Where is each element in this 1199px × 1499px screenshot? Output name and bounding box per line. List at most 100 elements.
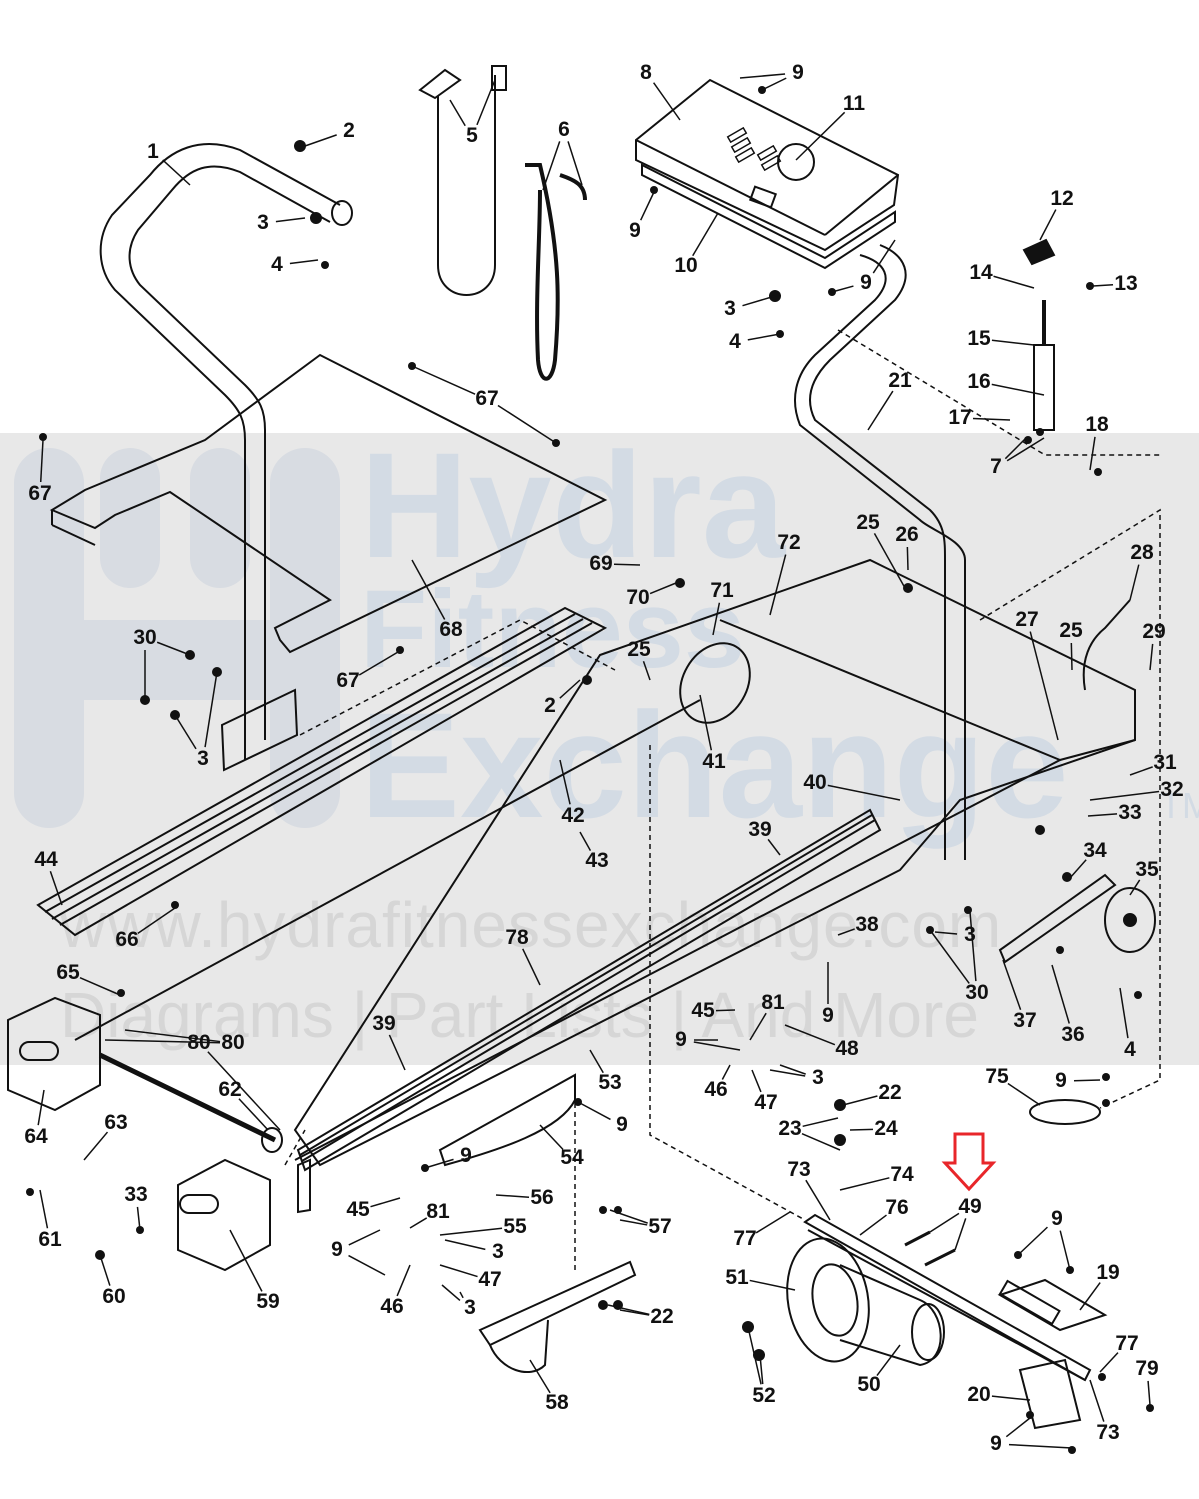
callout-part-40: 40: [803, 771, 827, 794]
callout-leader-part-9: [762, 78, 786, 90]
controller-board-part-19: [997, 1278, 1108, 1332]
callout-part-30: 30: [133, 626, 157, 649]
callout-part-66: 66: [115, 928, 139, 951]
callout-part-73: 73: [1096, 1421, 1120, 1444]
deck-frame: [293, 558, 1136, 1167]
callout-leader-part-14: [994, 276, 1034, 288]
motor-part-50: [840, 1265, 941, 1365]
end-cap-part-59-slot: [180, 1195, 218, 1213]
callout-leader-part-45: [370, 1198, 400, 1207]
callout-part-12: 12: [1050, 187, 1074, 210]
callout-part-68: 68: [439, 618, 463, 641]
callout-leader-part-18: [1090, 437, 1095, 470]
callout-part-81: 81: [761, 991, 785, 1014]
callout-leader-part-52: [748, 1327, 761, 1384]
callout-leader-part-46: [397, 1265, 410, 1296]
callout-leader-part-57: [610, 1210, 648, 1223]
callout-leader-part-9: [740, 74, 785, 78]
fasteners: [26, 86, 1154, 1454]
callout-leader-part-32: [1090, 791, 1159, 800]
callout-leader-part-30: [930, 930, 969, 983]
callout-leader-part-49: [955, 1218, 966, 1250]
callout-part-9: 9: [616, 1113, 628, 1136]
callout-leader-part-1: [163, 160, 190, 185]
motor-mount-bar-edge: [808, 1230, 1085, 1380]
cord-part-75: [1030, 1100, 1100, 1124]
callout-leader-part-52: [760, 1355, 763, 1384]
callout-part-3: 3: [964, 923, 976, 946]
callout-leader-part-11: [796, 112, 845, 160]
callout-leader-part-31: [1130, 767, 1153, 775]
callout-leader-part-9: [1074, 1080, 1100, 1081]
callout-part-16: 16: [967, 370, 991, 393]
end-cap-part-64-slot: [20, 1042, 58, 1060]
callout-part-4: 4: [729, 330, 741, 353]
callout-leader-part-41: [700, 695, 711, 750]
callout-leader-part-49: [930, 1213, 959, 1232]
callout-part-9: 9: [331, 1238, 343, 1261]
callout-part-62: 62: [218, 1078, 242, 1101]
motor-end: [912, 1304, 944, 1360]
callout-part-19: 19: [1096, 1261, 1120, 1284]
callout-part-8: 8: [640, 61, 652, 84]
callout-part-63: 63: [104, 1111, 128, 1134]
callout-part-3: 3: [257, 211, 269, 234]
callout-part-1: 1: [147, 140, 159, 163]
callout-part-53: 53: [598, 1071, 622, 1094]
callout-leader-part-50: [877, 1345, 900, 1376]
callout-leader-part-58: [530, 1360, 550, 1393]
callout-part-46: 46: [380, 1295, 404, 1318]
callout-part-23: 23: [778, 1117, 802, 1140]
callout-part-6: 6: [558, 118, 570, 141]
callout-leader-part-40: [828, 785, 900, 800]
watermark-url: www.hydrafitnessexchange.com: [60, 889, 1003, 961]
lift-cap-part-12: [1022, 238, 1056, 266]
dashed-leaders: [285, 330, 1160, 1270]
callout-leader-part-44: [50, 871, 62, 905]
callout-part-33: 33: [1118, 801, 1142, 824]
motor-hood-front-edge-2: [52, 525, 95, 545]
callout-part-15: 15: [967, 327, 991, 350]
callout-leader-part-56: [496, 1195, 529, 1197]
callout-leader-part-26: [907, 547, 908, 570]
callout-leader-part-46: [722, 1065, 730, 1080]
callout-leader-part-16: [992, 384, 1044, 395]
callout-leader-part-34: [1070, 860, 1086, 878]
callout-part-35: 35: [1135, 858, 1159, 881]
callout-part-28: 28: [1130, 541, 1154, 564]
callout-leader-lines: [38, 74, 1159, 1448]
callout-leader-part-9: [694, 1042, 740, 1050]
callout-leader-part-5: [450, 100, 465, 126]
callout-leader-part-4: [1120, 988, 1128, 1038]
callout-part-17: 17: [948, 406, 972, 429]
callout-part-47: 47: [754, 1091, 778, 1114]
callout-part-71: 71: [710, 579, 734, 602]
callout-part-60: 60: [102, 1285, 126, 1308]
callout-leader-part-76: [860, 1215, 886, 1235]
callout-leader-part-12: [1040, 210, 1056, 240]
console-slot: [750, 187, 775, 208]
callout-leader-part-55: [440, 1228, 502, 1235]
callout-part-21: 21: [888, 369, 912, 392]
front-pulley-part-71: [666, 631, 763, 736]
callout-part-58: 58: [545, 1391, 569, 1414]
callout-part-70: 70: [626, 586, 650, 609]
callout-part-32: 32: [1160, 778, 1184, 801]
callout-part-9: 9: [629, 219, 641, 242]
callout-leader-part-30: [157, 642, 190, 655]
callout-part-37: 37: [1013, 1009, 1037, 1032]
callout-leader-part-23: [803, 1118, 838, 1126]
callout-part-79: 79: [1135, 1357, 1159, 1380]
side-rail-groove-2: [52, 619, 583, 919]
callout-part-30: 30: [965, 981, 989, 1004]
callout-part-67: 67: [28, 482, 52, 505]
callout-leader-part-33: [137, 1207, 140, 1230]
callout-part-4: 4: [271, 253, 283, 276]
power-cord-part-28: [1084, 600, 1130, 690]
callout-part-59: 59: [256, 1290, 280, 1313]
callout-leader-part-2: [305, 135, 337, 146]
bracket-part-58: [478, 1260, 637, 1347]
callout-part-9: 9: [1051, 1207, 1063, 1230]
handrail-end-cap: [332, 201, 352, 225]
